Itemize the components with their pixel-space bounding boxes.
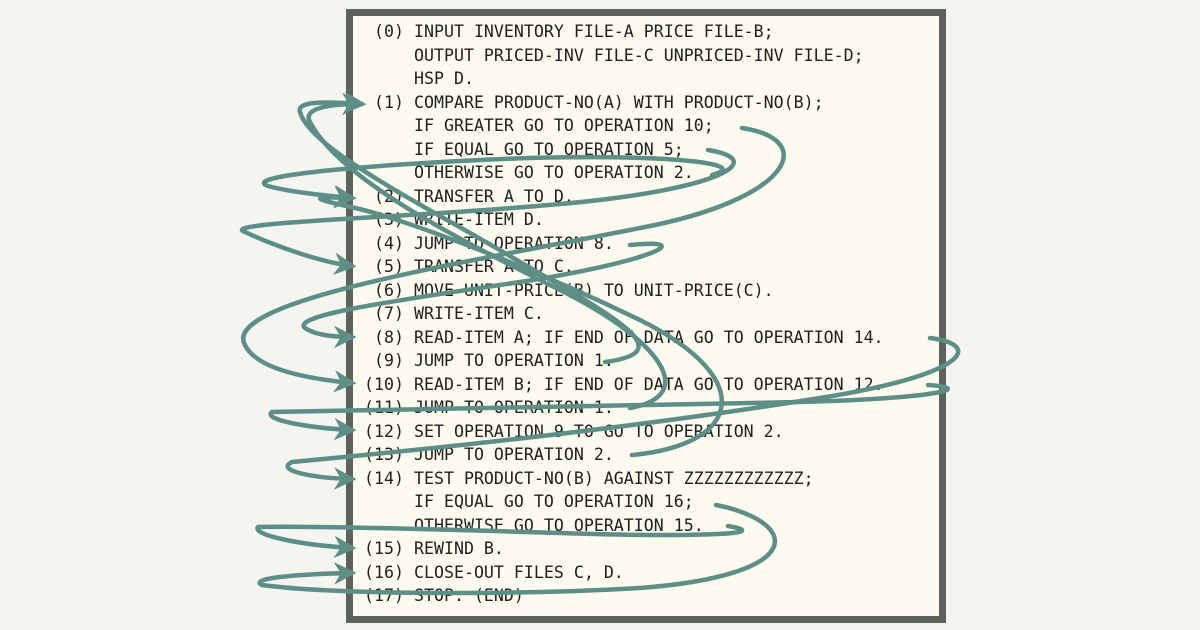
operation-text: MOVE UNIT-PRICE(B) TO UNIT-PRICE(C). [414, 281, 774, 300]
operation-text: COMPARE PRODUCT-NO(A) WITH PRODUCT-NO(B)… [414, 93, 824, 112]
operation-number: (5) [374, 257, 404, 276]
operation-text: IF GREATER GO TO OPERATION 10; [414, 116, 714, 135]
operation-text: READ-ITEM B; IF END OF DATA GO TO OPERAT… [414, 375, 884, 394]
operation-text: OUTPUT PRICED-INV FILE-C UNPRICED-INV FI… [414, 46, 864, 65]
operation-number: (8) [374, 328, 404, 347]
operation-number: (16) [364, 563, 404, 582]
operation-number: (7) [374, 304, 404, 323]
operation-text: STOP. (END) [414, 586, 524, 605]
operation-text: TEST PRODUCT-NO(B) AGAINST ZZZZZZZZZZZZ; [414, 469, 814, 488]
operation-number: (13) [364, 445, 404, 464]
operation-text: HSP D. [414, 69, 474, 88]
operation-number: (1) [374, 93, 404, 112]
operation-number: (2) [374, 187, 404, 206]
operation-text: JUMP TO OPERATION 1. [414, 398, 614, 417]
operation-text: JUMP TO OPERATION 8. [414, 234, 614, 253]
operation-text: WRITE-ITEM D. [414, 210, 544, 229]
operation-number: (12) [364, 422, 404, 441]
operation-text: TRANSFER A TO D. [414, 187, 574, 206]
operation-number: (9) [374, 351, 404, 370]
operation-text: OTHERWISE GO TO OPERATION 2. [414, 163, 694, 182]
operation-text: JUMP TO OPERATION 2. [414, 445, 614, 464]
operation-text: REWIND B. [414, 539, 504, 558]
operation-number: (11) [364, 398, 404, 417]
operation-text: CLOSE-OUT FILES C, D. [414, 563, 624, 582]
operation-text: READ-ITEM A; IF END OF DATA GO TO OPERAT… [414, 328, 884, 347]
operation-text: JUMP TO OPERATION 1. [414, 351, 614, 370]
operation-text: OTHERWISE GO TO OPERATION 15. [414, 516, 704, 535]
operation-text: TRANSFER A TO C. [414, 257, 574, 276]
operation-text: IF EQUAL GO TO OPERATION 16; [414, 492, 694, 511]
operation-number: (15) [364, 539, 404, 558]
operation-number: (0) [374, 22, 404, 41]
operation-number: (6) [374, 281, 404, 300]
operation-text: INPUT INVENTORY FILE-A PRICE FILE-B; [414, 22, 774, 41]
operation-text: IF EQUAL GO TO OPERATION 5; [414, 140, 684, 159]
operation-number: (14) [364, 469, 404, 488]
operation-text: SET OPERATION 9 TO GO TO OPERATION 2. [414, 422, 784, 441]
operation-number: (10) [364, 375, 404, 394]
operation-number: (4) [374, 234, 404, 253]
operation-number: (17) [364, 586, 404, 605]
operation-text: WRITE-ITEM C. [414, 304, 544, 323]
operation-number: (3) [374, 210, 404, 229]
